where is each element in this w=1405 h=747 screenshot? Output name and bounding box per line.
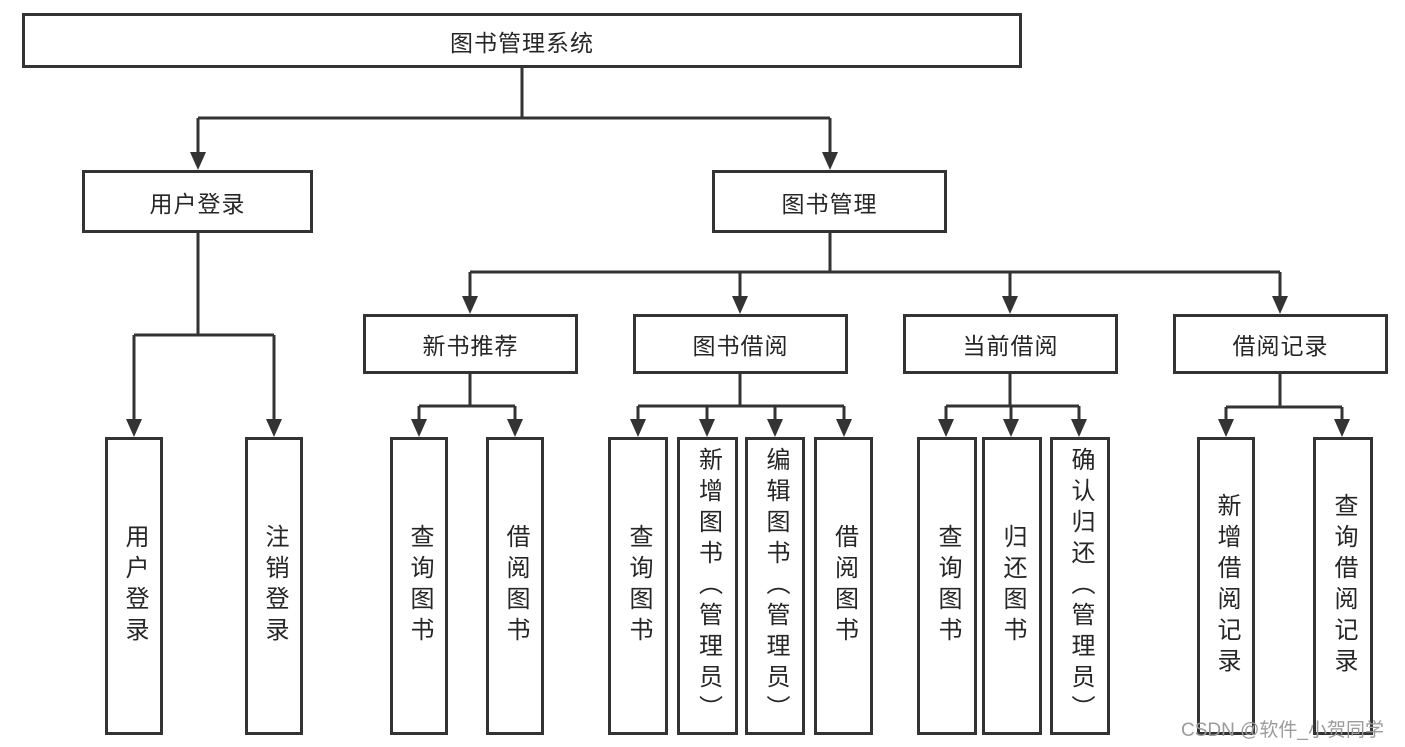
leaf-label: 查询图书 <box>406 524 433 648</box>
leaf-label: 新增借阅记录 <box>1213 493 1240 679</box>
leaf-query-borrow-record: 查询借阅记录 <box>1313 437 1373 735</box>
leaf-label: 确认归还（管理员） <box>1067 446 1094 726</box>
node-library-management-system: 图书管理系统 <box>22 13 1022 68</box>
leaf-edit-book-admin: 编辑图书（管理员） <box>745 437 805 735</box>
leaf-label: 用户登录 <box>121 524 148 648</box>
connector-path <box>132 68 1344 421</box>
leaf-query-books-borrow: 查询图书 <box>608 437 668 735</box>
leaf-add-borrow-record: 新增借阅记录 <box>1197 437 1255 735</box>
leaf-label: 新增图书（管理员） <box>694 446 722 726</box>
leaf-query-books-current: 查询图书 <box>917 437 977 735</box>
node-book-borrowing: 图书借阅 <box>633 314 848 374</box>
leaf-label: 查询图书 <box>934 524 961 648</box>
leaf-label: 查询借阅记录 <box>1330 493 1357 679</box>
leaf-query-books-recommend: 查询图书 <box>390 437 448 735</box>
node-new-book-recommendation: 新书推荐 <box>363 314 578 374</box>
csdn-watermark: CSDN @软件_小贺同学 <box>1181 720 1384 741</box>
leaf-label: 借阅图书 <box>830 524 858 648</box>
leaf-confirm-return-admin: 确认归还（管理员） <box>1050 437 1110 735</box>
node-borrowing-records: 借阅记录 <box>1173 314 1388 374</box>
leaf-add-book-admin: 新增图书（管理员） <box>677 437 738 735</box>
node-user-login: 用户登录 <box>82 170 313 233</box>
leaf-return-books: 归还图书 <box>982 437 1042 735</box>
leaf-borrow-books: 借阅图书 <box>814 437 873 735</box>
node-current-borrowing: 当前借阅 <box>903 314 1118 374</box>
leaf-label: 查询图书 <box>625 524 652 648</box>
node-book-management: 图书管理 <box>712 170 947 233</box>
leaf-label: 编辑图书（管理员） <box>762 446 789 726</box>
leaf-logout: 注销登录 <box>245 437 303 735</box>
leaf-borrow-books-recommend: 借阅图书 <box>486 437 544 735</box>
leaf-label: 注销登录 <box>261 524 288 648</box>
leaf-label: 归还图书 <box>999 524 1026 648</box>
leaf-user-login: 用户登录 <box>105 437 163 735</box>
leaf-label: 借阅图书 <box>502 524 529 648</box>
